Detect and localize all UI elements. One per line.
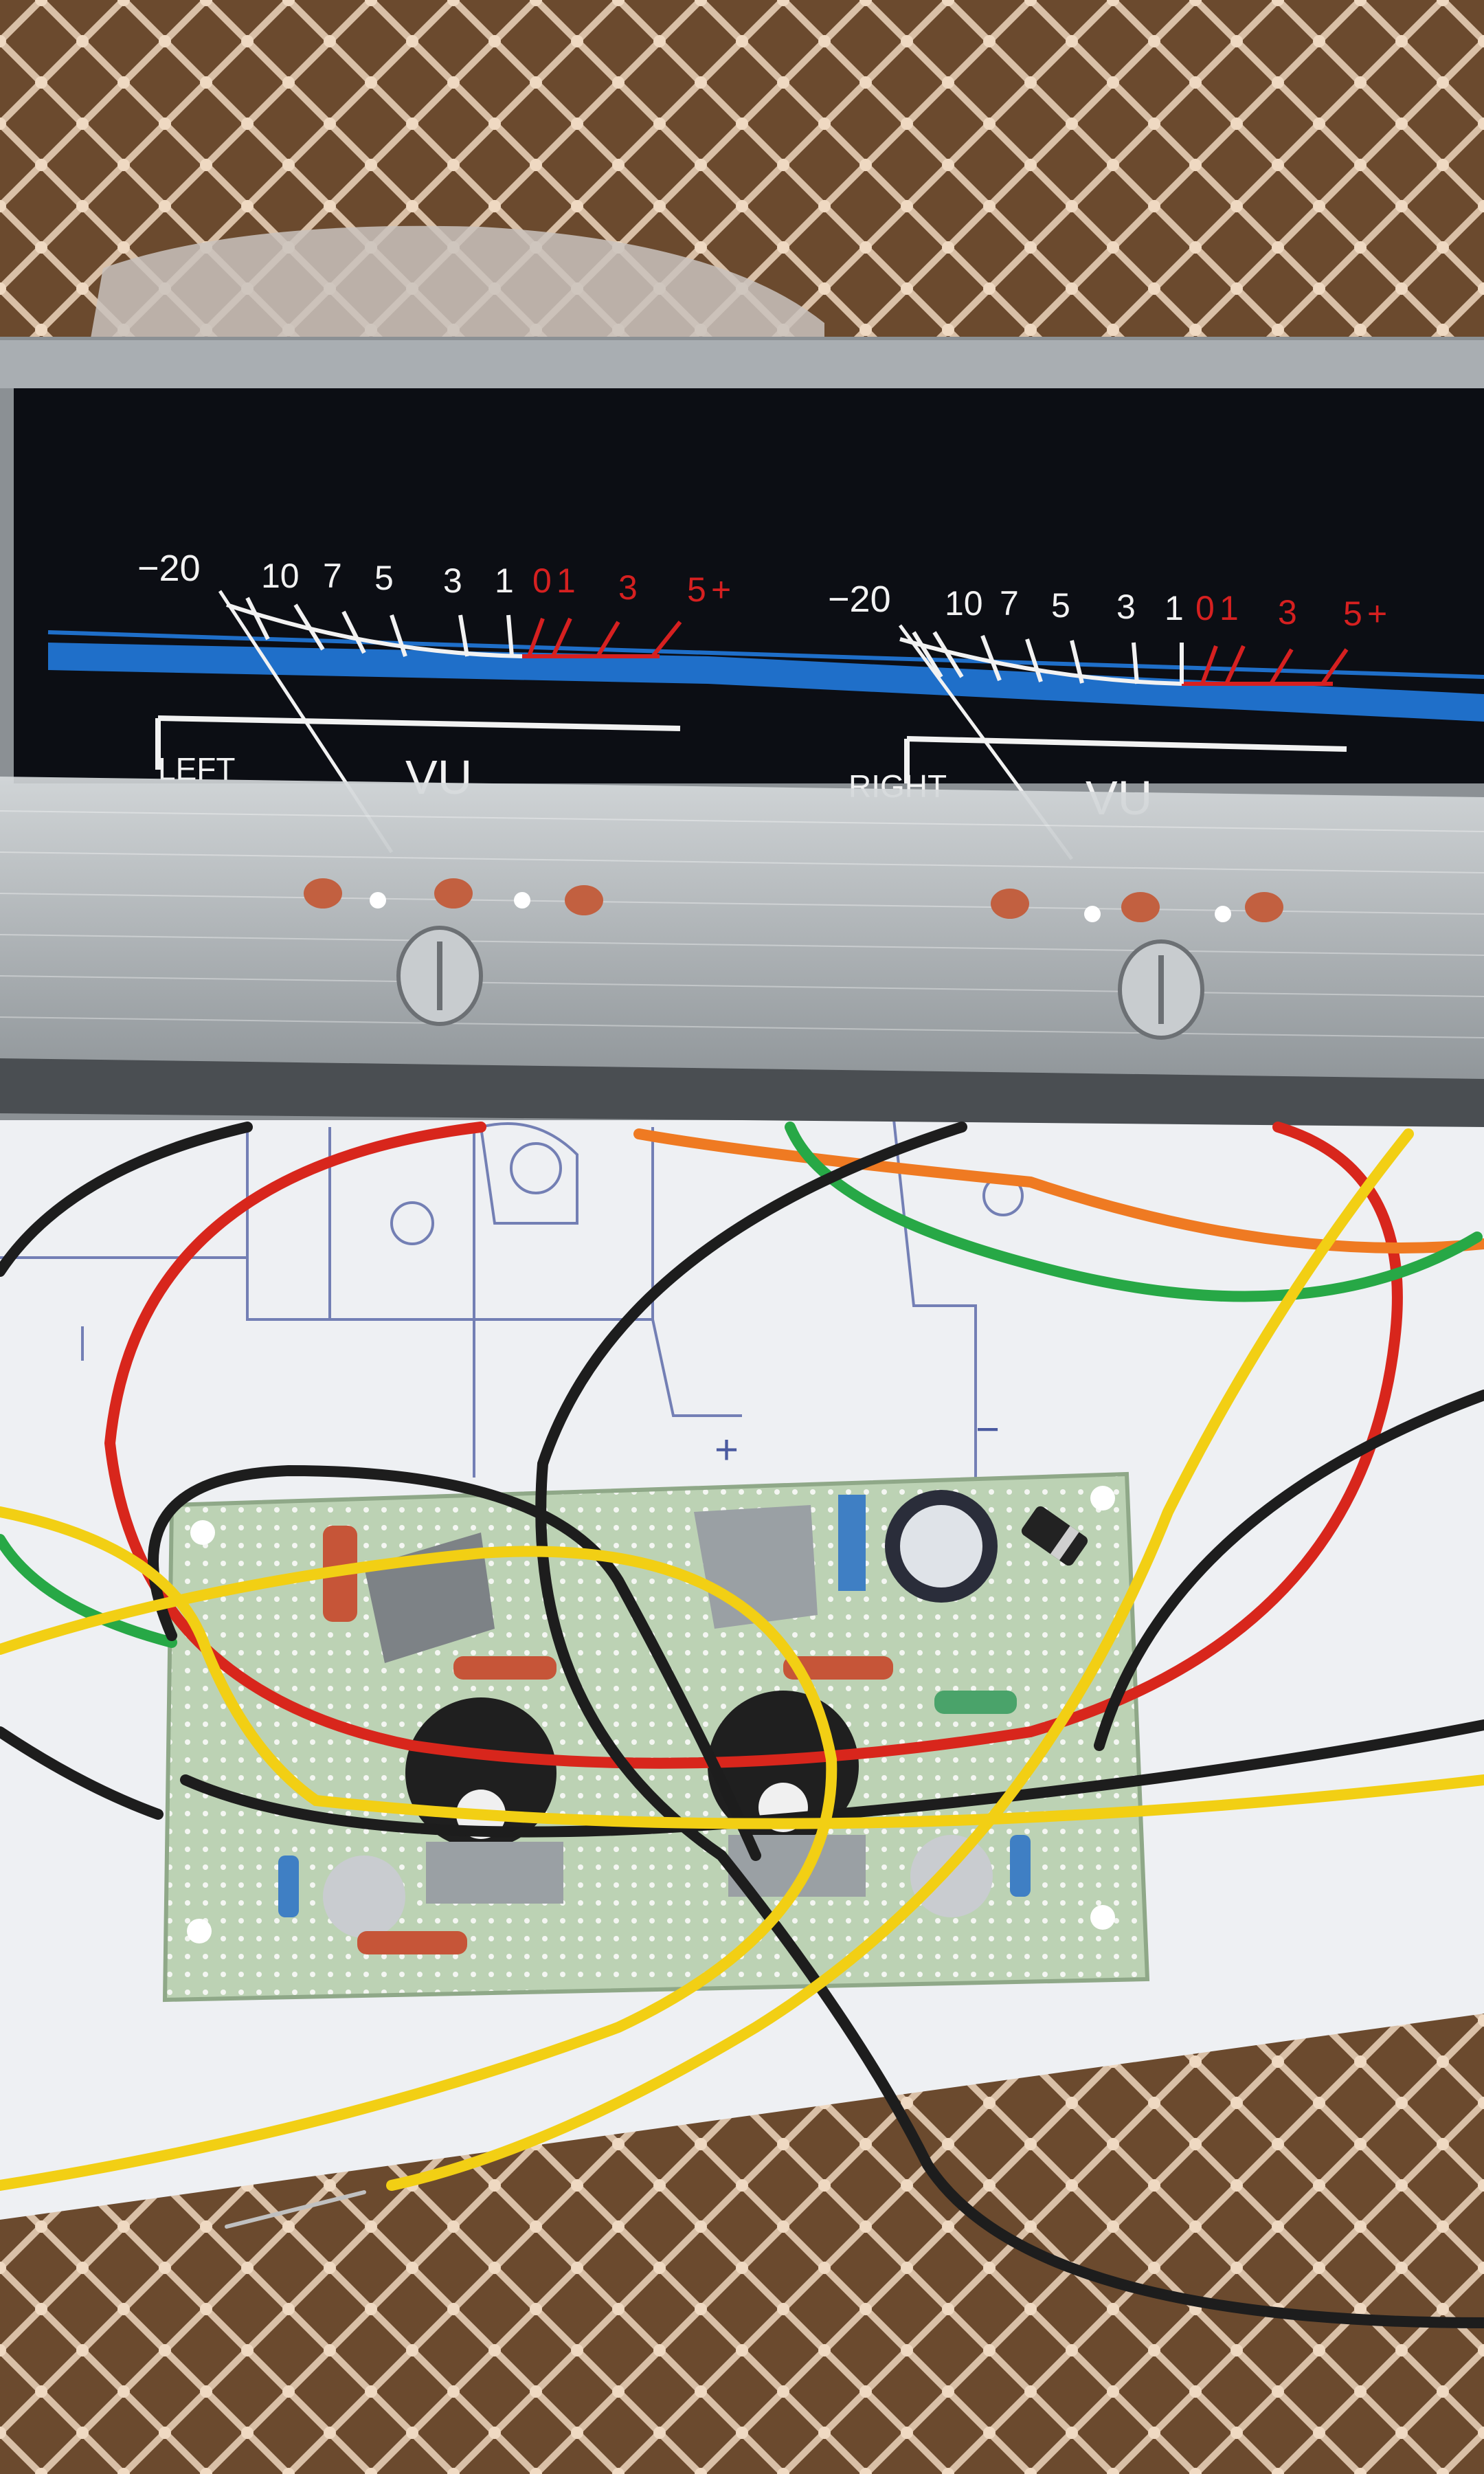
right-scale-label-9: 3 <box>1278 593 1297 632</box>
capacitor-icon <box>323 1855 405 1938</box>
meter-screw-icon <box>396 926 483 1026</box>
right-scale-label-2: 10 <box>945 584 983 623</box>
right-scale-label-4: 5 <box>1051 586 1070 625</box>
right-lamp-cluster <box>991 889 1283 922</box>
left-scale: −20 10 7 5 3 1 0 1 3 5 + LEFT VU <box>137 548 731 854</box>
right-scale-label-11: + <box>1367 594 1387 633</box>
wire-orange <box>633 1128 1484 1253</box>
right-scale-label-5: 3 <box>1116 588 1136 626</box>
right-scale-label-8: 1 <box>1219 589 1239 627</box>
wires <box>0 1122 1484 2328</box>
left-scale-label-4: 5 <box>374 559 394 597</box>
sketch-plus-mark: + <box>715 1427 739 1473</box>
green-resistor <box>934 1691 1017 1714</box>
wire-black <box>535 1122 1484 2328</box>
right-scale-label-7: 0 <box>1195 589 1215 627</box>
left-scale-label-8: 1 <box>556 561 576 600</box>
right-scale-label-3: 7 <box>1000 584 1019 623</box>
trimmer-potentiometer-icon <box>405 1697 563 1904</box>
blue-resistor <box>278 1855 299 1917</box>
meter-screw-icon <box>1118 939 1204 1040</box>
diode-icon <box>1021 1506 1088 1566</box>
left-lamp-cluster <box>304 878 603 915</box>
wire-black <box>147 1464 761 1861</box>
wire-yellow <box>0 1546 837 2191</box>
capacitor-icon <box>885 1490 998 1603</box>
wire-red <box>104 1122 1403 1769</box>
meter-top-rim <box>0 340 1484 388</box>
left-scale-label-9: 3 <box>618 568 638 607</box>
left-blue-band-top <box>47 630 1484 679</box>
left-blue-band <box>48 643 1484 722</box>
wire-yellow <box>0 1506 1484 1829</box>
left-scale-label-10: 5 <box>687 570 706 609</box>
wire-black <box>0 1726 164 1820</box>
wire-black <box>0 1122 253 1277</box>
left-scale-label-7: 0 <box>532 561 552 600</box>
blue-trimmer <box>838 1495 866 1591</box>
bezel-bottom-edge <box>0 1058 1484 1127</box>
wire-black <box>1094 1390 1484 1751</box>
capacitor-icon <box>910 1835 993 1917</box>
vu-meter-unit: −20 10 7 5 3 1 0 1 3 5 + LEFT VU <box>0 337 1484 1127</box>
left-scale-label-2: 10 <box>261 557 300 595</box>
meter-face <box>14 385 1484 783</box>
blue-resistor <box>1010 1835 1031 1897</box>
wire-yellow <box>386 1128 1414 2191</box>
front-bezel <box>0 777 1484 1093</box>
wire-green <box>785 1122 1483 1302</box>
pcb-board <box>162 1471 1150 2003</box>
wire-tip <box>225 2190 366 2229</box>
left-scale-label-1: −20 <box>137 548 201 589</box>
sketch-minus-mark: − <box>976 1406 1000 1452</box>
right-scale-label-1: −20 <box>828 579 891 620</box>
left-scale-label-3: 7 <box>323 557 342 595</box>
wire-green <box>0 1534 177 1648</box>
right-scale-label-10: 5 <box>1343 594 1362 633</box>
heatsink <box>694 1505 818 1629</box>
left-scale-label-6: 1 <box>495 561 514 600</box>
left-scale-label-5: 3 <box>443 561 462 600</box>
right-scale-label-6: 1 <box>1165 589 1184 627</box>
left-scale-label-11: + <box>711 570 731 609</box>
schematic-sketch <box>0 1113 1024 1478</box>
